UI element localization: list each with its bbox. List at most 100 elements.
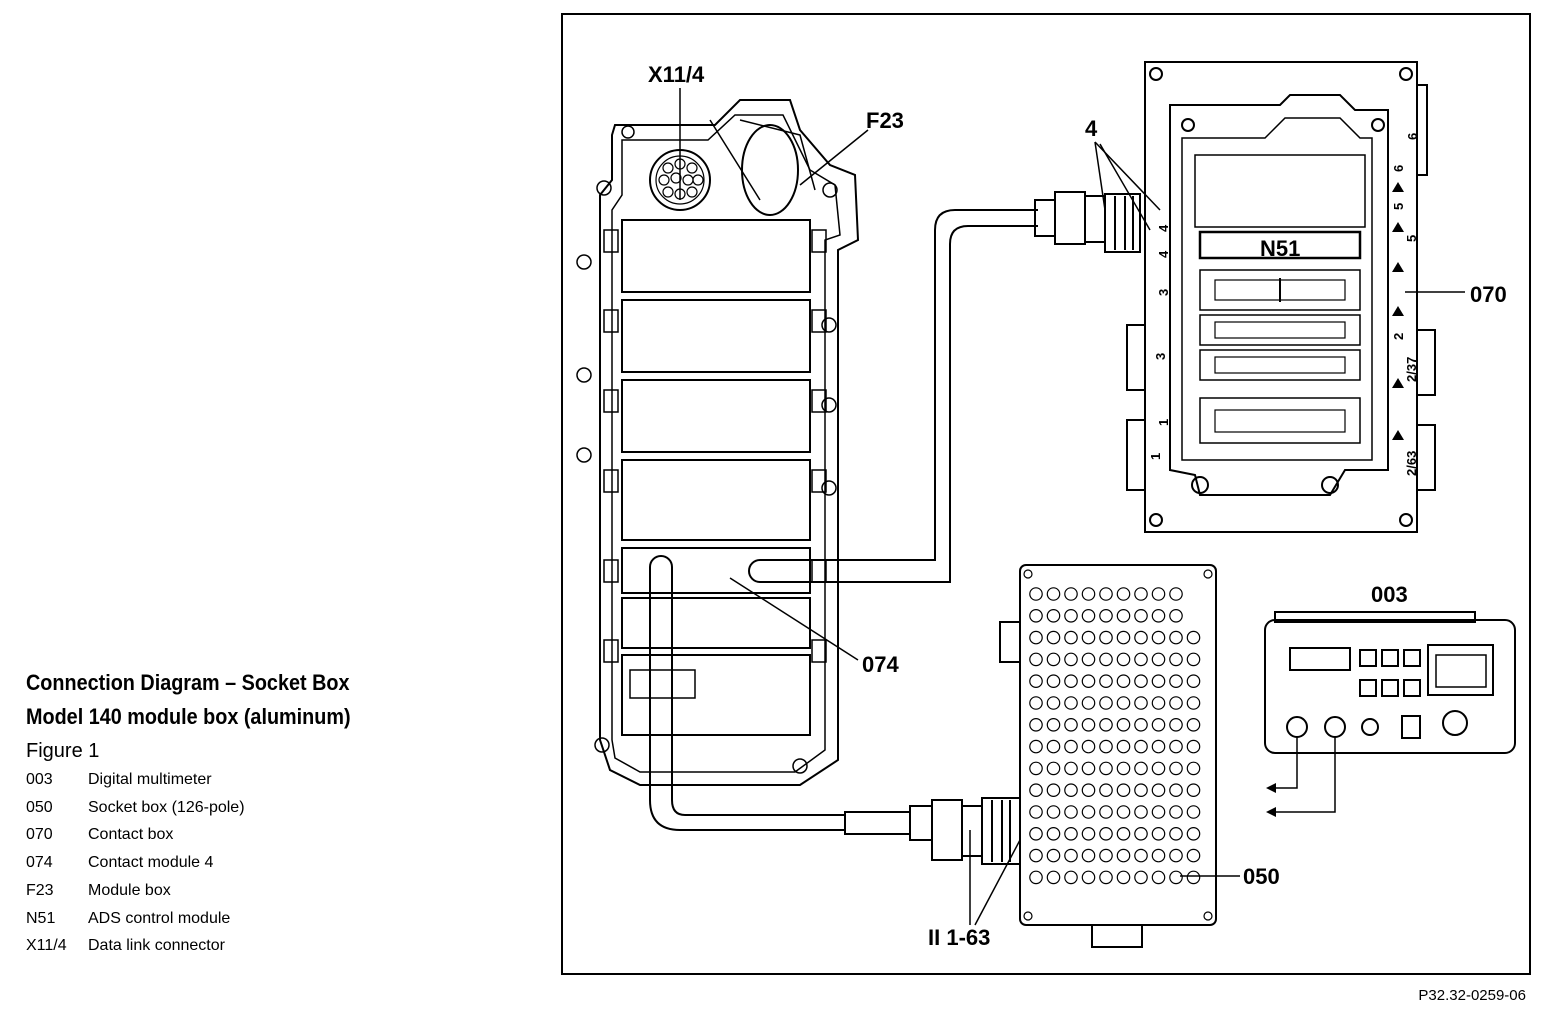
socket-hole (1169, 587, 1183, 601)
socket-hole (1046, 587, 1061, 601)
socket-hole (1169, 652, 1183, 667)
legend-code: 003 (26, 771, 53, 788)
socket-hole (1151, 783, 1166, 797)
socket-hole (1064, 848, 1078, 863)
socket-hole (1116, 587, 1131, 601)
contact-box-070 (1126, 61, 1436, 533)
legend-code: 050 (26, 798, 53, 816)
legend-row: 050 Socket box (126-pole) (26, 794, 546, 822)
socket-hole (1169, 805, 1183, 819)
socket-box-holes (1029, 587, 1201, 885)
socket-hole (1099, 805, 1113, 819)
socket-hole (1186, 848, 1201, 863)
socket-hole (1151, 739, 1166, 754)
slot-label-left-4a: 4 (1156, 224, 1171, 232)
socket-hole (1099, 870, 1113, 885)
socket-hole (1099, 630, 1113, 645)
socket-hole (1064, 783, 1078, 797)
socket-hole (1169, 608, 1183, 623)
label-ii-1-63: II 1-63 (928, 925, 990, 950)
module-slots (621, 219, 811, 736)
legend-text: Socket box (126-pole) (88, 798, 245, 816)
socket-hole (1151, 870, 1166, 885)
socket-hole (1134, 696, 1148, 710)
socket-hole (1046, 848, 1061, 863)
socket-hole (1099, 826, 1113, 841)
socket-hole (1151, 848, 1166, 863)
socket-hole (1046, 674, 1061, 688)
socket-hole (1081, 717, 1096, 732)
socket-hole (1064, 826, 1078, 841)
socket-hole (1186, 630, 1201, 645)
socket-hole (1064, 608, 1078, 623)
slot-label-right-6a: 6 (1405, 133, 1420, 140)
socket-hole (1134, 826, 1148, 841)
label-n51: N51 (1260, 236, 1300, 261)
socket-hole (1099, 696, 1113, 710)
legend-text: Contact module 4 (88, 854, 214, 872)
socket-hole (1134, 652, 1148, 667)
socket-hole (1046, 826, 1061, 841)
socket-hole (1029, 630, 1043, 645)
socket-hole (1099, 652, 1113, 667)
socket-hole (1116, 630, 1131, 645)
socket-hole (1029, 608, 1043, 623)
leader-lines (679, 88, 1465, 926)
socket-hole (1134, 805, 1148, 819)
socket-hole (1099, 783, 1113, 797)
socket-hole (1099, 761, 1113, 776)
socket-hole (1081, 848, 1096, 863)
socket-hole (1081, 870, 1096, 885)
socket-hole (1186, 674, 1201, 688)
socket-hole (1046, 608, 1061, 623)
socket-hole (1046, 739, 1061, 754)
socket-hole (1029, 652, 1043, 667)
socket-hole (1116, 696, 1131, 710)
socket-hole (1169, 717, 1183, 732)
legend-code: F23 (26, 881, 54, 899)
socket-hole (1081, 739, 1096, 754)
socket-hole (1134, 870, 1148, 885)
socket-hole (1186, 739, 1201, 754)
slot-label-right-5b: 5 (1404, 235, 1419, 242)
socket-hole (1081, 826, 1096, 841)
socket-hole (1046, 761, 1061, 776)
socket-hole (1029, 717, 1043, 732)
slot-label-right-2: 2 (1391, 333, 1406, 340)
socket-hole (1029, 848, 1043, 863)
label-050: 050 (1243, 864, 1280, 889)
socket-hole (1134, 630, 1148, 645)
test-leads (1270, 737, 1336, 813)
socket-hole (1046, 652, 1061, 667)
connector-070-plug (1034, 191, 1141, 253)
socket-hole (1081, 783, 1096, 797)
socket-hole (1064, 652, 1078, 667)
socket-hole (1064, 674, 1078, 688)
label-074: 074 (862, 652, 899, 677)
legend-text: ADS control module (88, 909, 231, 927)
socket-hole (1029, 783, 1043, 797)
caption-title-line2: Model 140 module box (aluminum) (26, 704, 351, 729)
legend-code: N51 (26, 909, 56, 927)
slot-label-left-4b: 4 (1156, 250, 1171, 258)
socket-hole (1134, 848, 1148, 863)
socket-hole (1081, 587, 1096, 601)
socket-hole (1029, 674, 1043, 688)
socket-hole (1134, 761, 1148, 776)
socket-hole (1169, 696, 1183, 710)
contact-box-markers (1392, 182, 1404, 440)
socket-hole (1186, 826, 1201, 841)
socket-hole (1134, 587, 1148, 601)
socket-hole (1029, 826, 1043, 841)
socket-hole (1099, 674, 1113, 688)
socket-hole (1169, 826, 1183, 841)
socket-hole (1099, 717, 1113, 732)
slot-label-left-1b: 1 (1148, 453, 1163, 460)
socket-hole (1134, 783, 1148, 797)
socket-hole (1151, 826, 1166, 841)
